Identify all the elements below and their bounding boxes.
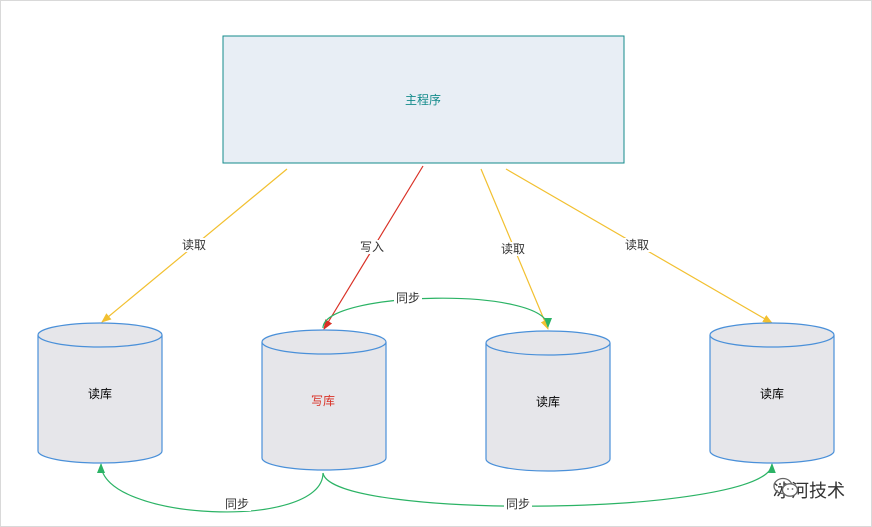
- edge-sync-left: [97, 463, 324, 513]
- main-program-label: 主程序: [404, 93, 442, 107]
- db-write-cylinder: [261, 329, 387, 471]
- db-read-1-cylinder: [37, 322, 163, 464]
- edge-write-label: 写入: [357, 240, 387, 254]
- edge-read-1-label: 读取: [179, 238, 209, 252]
- db-read-2-cylinder: [485, 330, 611, 472]
- edge-sync-top: [322, 297, 552, 329]
- main-program-box: [222, 35, 625, 164]
- wechat-icon: [773, 477, 799, 497]
- db-read-3-cylinder: [709, 322, 835, 464]
- edge-read-3-label: 读取: [622, 238, 652, 252]
- edge-sync-left-label: 同步: [222, 497, 252, 511]
- db-write-label: 写库: [310, 394, 336, 408]
- edge-sync-right-label: 同步: [503, 497, 533, 511]
- edge-read-2-label: 读取: [498, 242, 528, 256]
- edge-sync-right: [322, 463, 776, 507]
- db-read-2-label: 读库: [535, 395, 561, 409]
- edge-sync-top-label: 同步: [393, 291, 423, 305]
- db-read-3-label: 读库: [759, 387, 785, 401]
- db-read-1-label: 读库: [87, 387, 113, 401]
- watermark: 冰河技术: [773, 477, 845, 503]
